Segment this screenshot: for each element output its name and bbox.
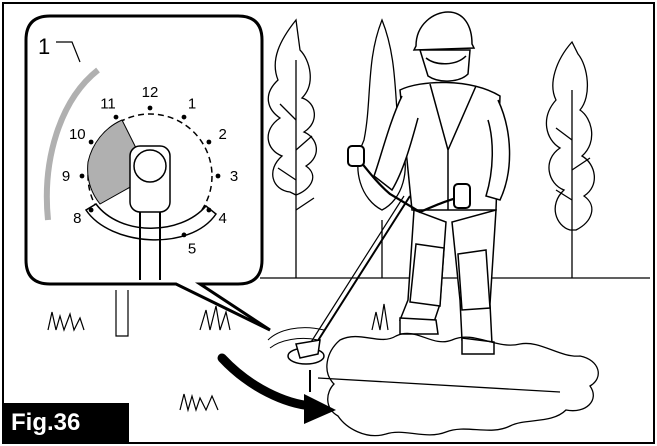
clock-number-8: 8 <box>73 210 81 227</box>
clock-number-1: 1 <box>188 95 196 112</box>
clock-number-9: 9 <box>62 168 70 185</box>
clock-number-4: 4 <box>219 210 227 227</box>
clock-dot-3 <box>216 174 221 179</box>
clock-dot-11 <box>114 115 119 120</box>
face-shield <box>420 50 470 81</box>
callout-number: 1 <box>38 34 50 59</box>
clock-number-10: 10 <box>69 126 86 143</box>
clock-dot-8 <box>89 208 94 213</box>
clock-number-2: 2 <box>219 126 227 143</box>
clock-dot-9 <box>80 174 85 179</box>
clock-dot-2 <box>207 140 212 145</box>
clock-number-11: 11 <box>100 95 116 112</box>
hub <box>134 150 166 182</box>
clock-dot-10 <box>89 140 94 145</box>
clock-number-12: 12 <box>142 84 159 101</box>
figure-label: Fig.36 <box>3 403 129 443</box>
clock-dot-12 <box>148 106 153 111</box>
clock-dot-1 <box>182 115 187 120</box>
clock-number-3: 3 <box>230 168 238 185</box>
clock-dot-5 <box>182 233 187 238</box>
left-boot <box>400 318 438 334</box>
clock-dot-4 <box>207 208 212 213</box>
clock-number-5: 5 <box>188 241 196 258</box>
